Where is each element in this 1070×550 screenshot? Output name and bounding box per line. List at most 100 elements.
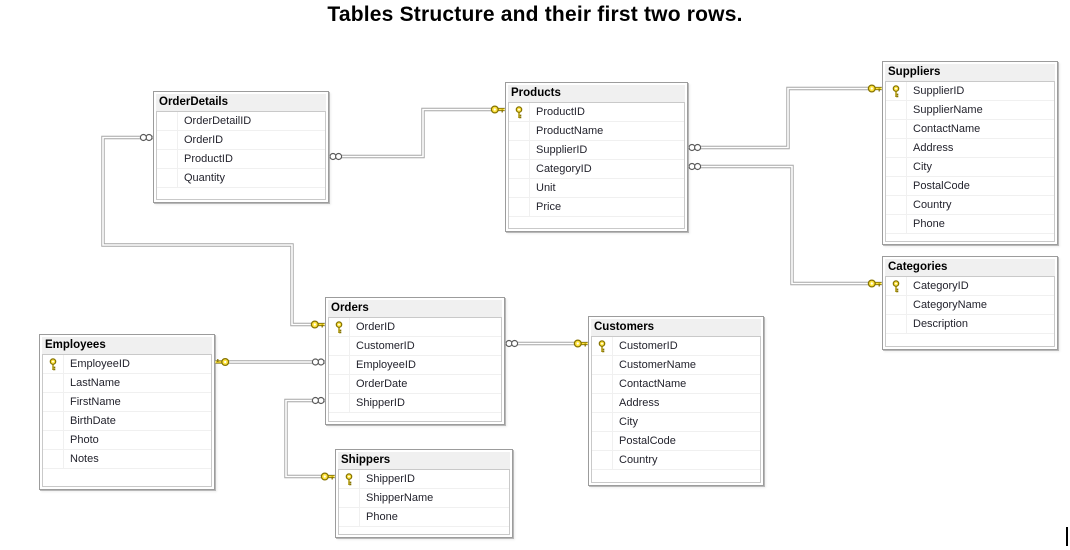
field-row-description[interactable]: Description <box>886 315 1054 334</box>
field-name: SupplierID <box>913 85 965 97</box>
table-header-orderdetails[interactable]: OrderDetails <box>156 94 326 111</box>
field-row-customername[interactable]: CustomerName <box>592 356 760 375</box>
field-row-categoryname[interactable]: CategoryName <box>886 296 1054 315</box>
key-column-cell <box>886 120 907 138</box>
field-row-supplierid[interactable]: SupplierID <box>509 141 684 160</box>
key-column-cell <box>886 215 907 233</box>
key-column-cell <box>592 451 613 469</box>
key-column-cell <box>157 112 178 130</box>
field-row-unit[interactable]: Unit <box>509 179 684 198</box>
field-row-suppliername[interactable]: SupplierName <box>886 101 1054 120</box>
field-row-country[interactable]: Country <box>886 196 1054 215</box>
field-row-categoryid[interactable]: CategoryID <box>509 160 684 179</box>
field-row-notes[interactable]: Notes <box>43 450 211 469</box>
field-row-shipperid[interactable]: ShipperID <box>329 394 501 413</box>
field-row-orderdetailid[interactable]: OrderDetailID <box>157 112 325 131</box>
primary-key-icon <box>886 277 907 295</box>
primary-key-icon <box>886 82 907 100</box>
field-row-contactname[interactable]: ContactName <box>886 120 1054 139</box>
field-row-supplierid[interactable]: SupplierID <box>886 82 1054 101</box>
field-name: CustomerID <box>619 340 678 352</box>
field-row-shippername[interactable]: ShipperName <box>339 489 509 508</box>
key-column-cell <box>886 296 907 314</box>
key-column-cell <box>329 356 350 374</box>
field-row-price[interactable]: Price <box>509 198 684 217</box>
diagram-title: Tables Structure and their first two row… <box>327 3 743 26</box>
field-row-firstname[interactable]: FirstName <box>43 393 211 412</box>
field-row-address[interactable]: Address <box>886 139 1054 158</box>
field-row-shipperid[interactable]: ShipperID <box>339 470 509 489</box>
field-name: ProductID <box>184 153 233 165</box>
field-name: CategoryID <box>913 280 969 292</box>
field-row-birthdate[interactable]: BirthDate <box>43 412 211 431</box>
table-body-orderdetails: OrderDetailID OrderID ProductID Quantity <box>156 111 326 200</box>
field-row-orderid[interactable]: OrderID <box>329 318 501 337</box>
field-name: FirstName <box>70 396 121 408</box>
field-name: ContactName <box>913 123 981 135</box>
table-header-categories[interactable]: Categories <box>885 259 1055 276</box>
field-name: Notes <box>70 453 99 465</box>
table-header-orders[interactable]: Orders <box>328 300 502 317</box>
field-name: OrderID <box>184 134 224 146</box>
key-column-cell <box>592 413 613 431</box>
table-header-employees[interactable]: Employees <box>42 337 212 354</box>
field-row-phone[interactable]: Phone <box>886 215 1054 234</box>
key-column-cell <box>329 394 350 412</box>
field-row-postalcode[interactable]: PostalCode <box>886 177 1054 196</box>
field-row-lastname[interactable]: LastName <box>43 374 211 393</box>
key-column-cell <box>592 432 613 450</box>
key-column-cell <box>886 177 907 195</box>
field-name: CustomerID <box>356 340 415 352</box>
field-row-orderid[interactable]: OrderID <box>157 131 325 150</box>
key-column-cell <box>43 374 64 392</box>
field-row-contactname[interactable]: ContactName <box>592 375 760 394</box>
field-row-employeeid[interactable]: EmployeeID <box>43 355 211 374</box>
field-row-postalcode[interactable]: PostalCode <box>592 432 760 451</box>
field-row-quantity[interactable]: Quantity <box>157 169 325 188</box>
table-header-suppliers[interactable]: Suppliers <box>885 64 1055 81</box>
field-row-categoryid[interactable]: CategoryID <box>886 277 1054 296</box>
table-header-products[interactable]: Products <box>508 85 685 102</box>
field-name: Phone <box>913 218 945 230</box>
field-row-city[interactable]: City <box>592 413 760 432</box>
field-name: Country <box>913 199 952 211</box>
field-name: Description <box>913 318 969 330</box>
field-row-country[interactable]: Country <box>592 451 760 470</box>
field-row-productid[interactable]: ProductID <box>509 103 684 122</box>
field-row-address[interactable]: Address <box>592 394 760 413</box>
key-column-cell <box>339 508 360 526</box>
field-row-phone[interactable]: Phone <box>339 508 509 527</box>
table-header-customers[interactable]: Customers <box>591 319 761 336</box>
table-header-shippers[interactable]: Shippers <box>338 452 510 469</box>
field-row-customerid[interactable]: CustomerID <box>592 337 760 356</box>
field-row-city[interactable]: City <box>886 158 1054 177</box>
field-name: ShipperName <box>366 492 434 504</box>
field-row-productid[interactable]: ProductID <box>157 150 325 169</box>
primary-key-icon <box>339 470 360 488</box>
field-name: SupplierID <box>536 144 588 156</box>
key-column-cell <box>592 375 613 393</box>
field-name: OrderDate <box>356 378 408 390</box>
field-row-employeeid[interactable]: EmployeeID <box>329 356 501 375</box>
field-row-photo[interactable]: Photo <box>43 431 211 450</box>
field-name: ShipperID <box>356 397 405 409</box>
key-column-cell <box>329 375 350 393</box>
field-name: PostalCode <box>913 180 970 192</box>
field-row-orderdate[interactable]: OrderDate <box>329 375 501 394</box>
field-row-productname[interactable]: ProductName <box>509 122 684 141</box>
field-name: CategoryID <box>536 163 592 175</box>
field-row-customerid[interactable]: CustomerID <box>329 337 501 356</box>
